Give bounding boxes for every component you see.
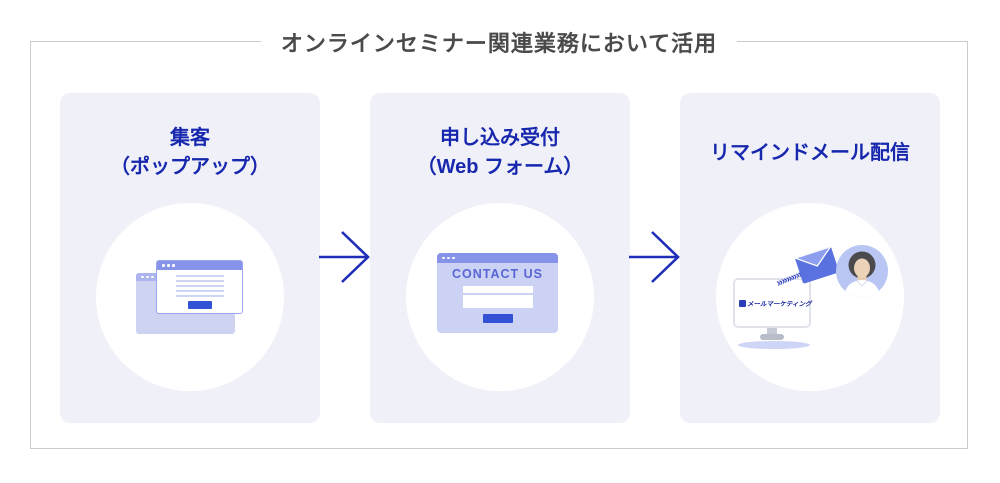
form-heading: CONTACT US	[451, 267, 543, 281]
window-dots-icon	[162, 261, 175, 270]
form-submit-button	[482, 314, 513, 323]
window-dots-icon	[442, 253, 455, 263]
placeholder-text-line	[175, 290, 224, 292]
step-title: 申し込み受付 （Web フォーム）	[370, 121, 630, 185]
step-card-registration: 申し込み受付 （Web フォーム） CONTACT US	[370, 93, 630, 423]
frame-title: オンラインセミナー関連業務において活用	[260, 26, 738, 58]
form-input-field	[462, 286, 533, 293]
person-avatar	[836, 245, 888, 297]
process-frame: オンラインセミナー関連業務において活用 集客 （ポップアップ）	[30, 26, 968, 449]
placeholder-text-line	[175, 295, 224, 297]
placeholder-text-line	[175, 275, 224, 277]
contact-form-window: CONTACT US	[437, 253, 558, 333]
step-card-reminder: リマインドメール配信 メールマーケティング »»»»»	[680, 93, 940, 423]
step-title: 集客 （ポップアップ）	[60, 121, 320, 185]
browser-titlebar	[157, 261, 242, 270]
arrow-right-icon	[629, 231, 680, 283]
monitor-stand-base	[760, 334, 784, 340]
monitor-shadow	[738, 341, 810, 349]
placeholder-text-line	[175, 280, 224, 282]
popup-cta-button	[187, 301, 212, 309]
monitor-stand	[767, 325, 777, 337]
step-title: リマインドメール配信	[680, 121, 940, 185]
placeholder-text-line	[175, 285, 224, 287]
envelope-icon	[794, 245, 839, 284]
step-title-line2: （ポップアップ）	[110, 156, 270, 178]
monitor-icon: メールマーケティング	[733, 278, 811, 328]
window-dots-icon	[141, 273, 154, 281]
step-card-attract: 集客 （ポップアップ）	[60, 93, 320, 423]
illustration-circle: メールマーケティング »»»»»	[716, 203, 904, 391]
step-title-line1: リマインドメール配信	[710, 141, 910, 164]
step-title-line1: 集客	[170, 127, 210, 149]
illustration-circle: CONTACT US	[406, 203, 594, 391]
brand-text: メールマーケティング	[747, 301, 812, 308]
form-textarea-field	[462, 295, 533, 308]
step-title-line1: 申し込み受付	[440, 127, 560, 149]
brand-logo-icon	[739, 299, 746, 307]
browser-titlebar	[437, 253, 558, 263]
step-title-line2: （Web フォーム）	[416, 156, 584, 178]
popup-window	[156, 260, 243, 314]
illustration-circle	[96, 203, 284, 391]
arrow-right-icon	[319, 231, 370, 283]
screen-brand-label: メールマーケティング	[739, 298, 811, 308]
